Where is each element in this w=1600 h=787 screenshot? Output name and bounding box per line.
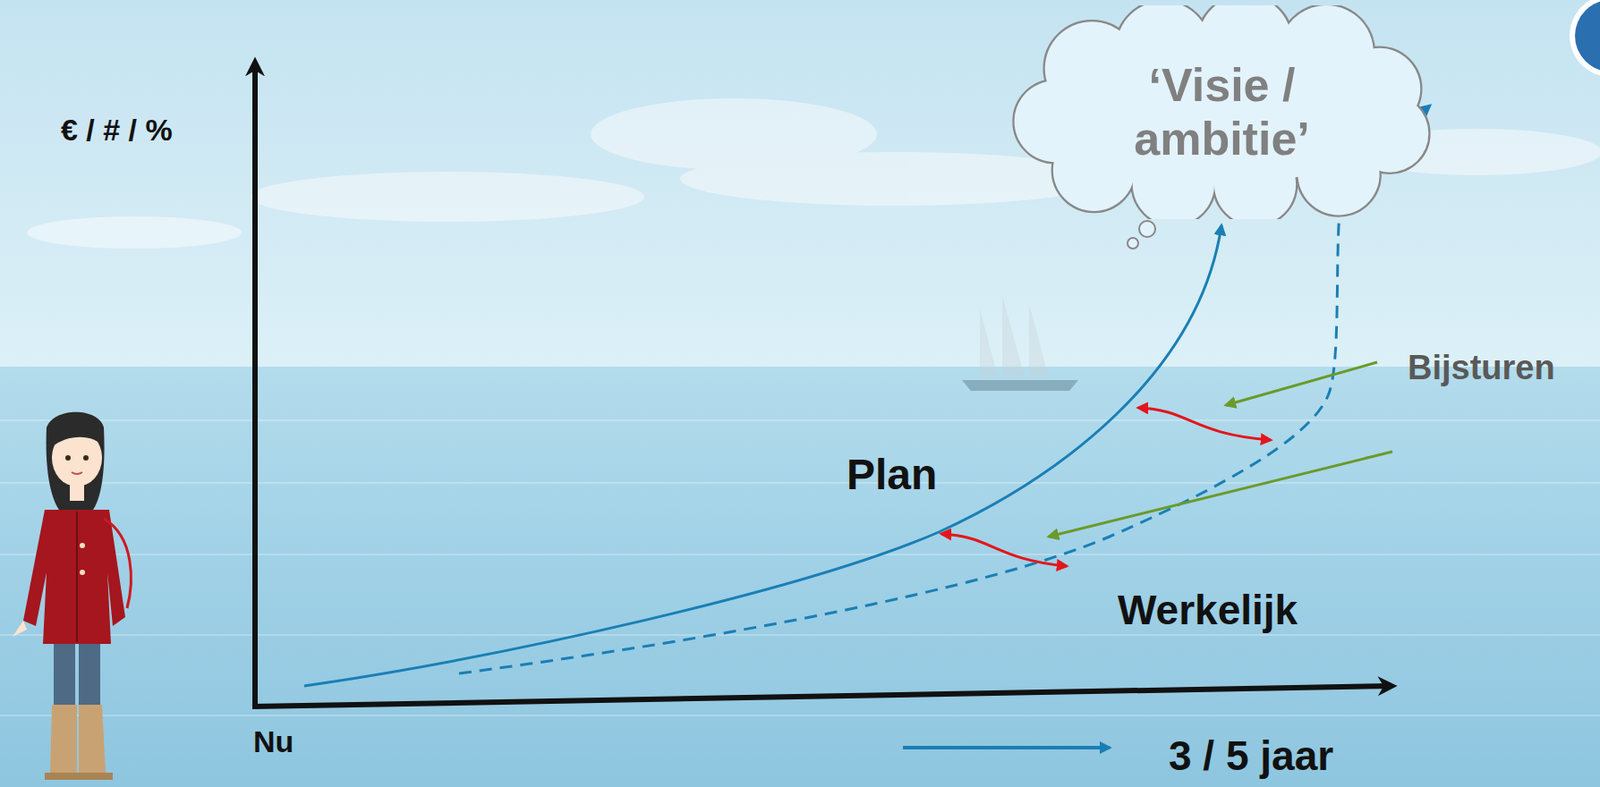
sailing-ship: [961, 295, 1079, 392]
y-axis: [252, 62, 258, 709]
annotation-label: Bijsturen: [1407, 348, 1556, 387]
logo-badge: [1569, 0, 1600, 77]
sky: [0, 0, 1600, 367]
series-label: Werkelijk: [1117, 587, 1298, 634]
axis-origin-label: Nu: [253, 724, 294, 759]
sea: [0, 366, 1600, 787]
plan-curve: [304, 225, 1222, 687]
vision-text: ‘Visie / ambitie’: [1101, 59, 1344, 167]
time-arrow: [902, 746, 1110, 750]
axis-time-label: 3 / 5 jaar: [1168, 732, 1334, 780]
sea-waves: [0, 420, 1600, 716]
actual-curve: [459, 105, 1430, 674]
x-axis: [252, 686, 1392, 707]
deviation-arrow: [1138, 408, 1271, 441]
thought-cloud: ‘Visie / ambitie’: [1010, 5, 1434, 220]
series-label: Plan: [846, 451, 937, 499]
woman-figure: [12, 412, 131, 781]
axis-unit-label: € / # / %: [60, 112, 173, 147]
cloud-fill: [1014, 5, 1430, 220]
cloud-outline: [1014, 5, 1430, 220]
steering-arrow: [1048, 451, 1393, 537]
steering-arrow: [1225, 362, 1378, 406]
deviation-arrow: [941, 534, 1067, 567]
thought-bubbles: [1127, 221, 1156, 249]
